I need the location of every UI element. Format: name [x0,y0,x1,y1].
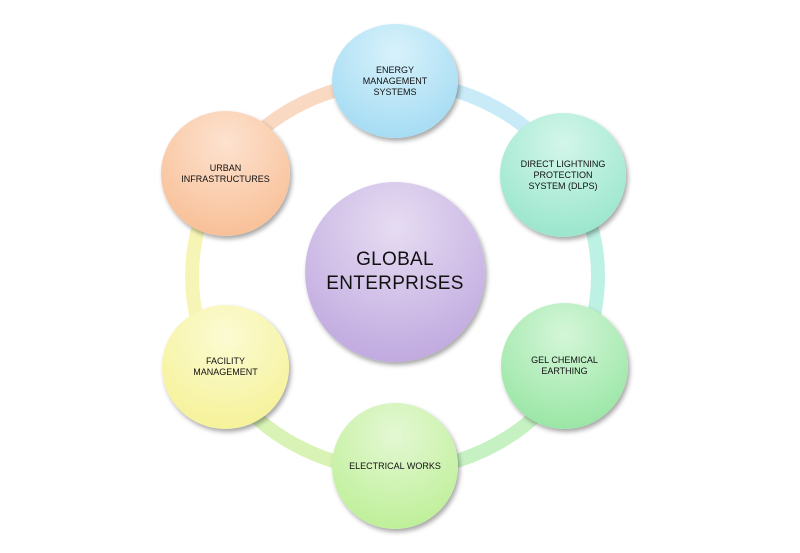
node-facility-management: FACILITY MANAGEMENT [162,305,289,429]
node-label: FACILITY MANAGEMENT [193,356,258,377]
center-node: GLOBAL ENTERPRISES [305,182,485,362]
node-label: ELECTRICAL WORKS [349,460,441,471]
center-node-label: GLOBAL ENTERPRISES [326,249,464,294]
node-electrical-works: ELECTRICAL WORKS [332,403,458,529]
node-gel-chemical-earthing: GEL CHEMICAL EARTHING [501,303,628,429]
node-label: DIRECT LIGHTNING PROTECTION SYSTEM (DLPS… [520,158,606,191]
node-label: URBAN INFRASTRUCTURES [181,162,270,184]
node-energy-management-systems: ENERGY MANAGEMENT SYSTEMS [332,24,458,138]
node-label: ENERGY MANAGEMENT SYSTEMS [362,64,428,97]
node-direct-lightning-protection: DIRECT LIGHTNING PROTECTION SYSTEM (DLPS… [500,113,626,237]
node-urban-infrastructures: URBAN INFRASTRUCTURES [161,111,290,236]
node-label: GEL CHEMICAL EARTHING [531,355,598,376]
